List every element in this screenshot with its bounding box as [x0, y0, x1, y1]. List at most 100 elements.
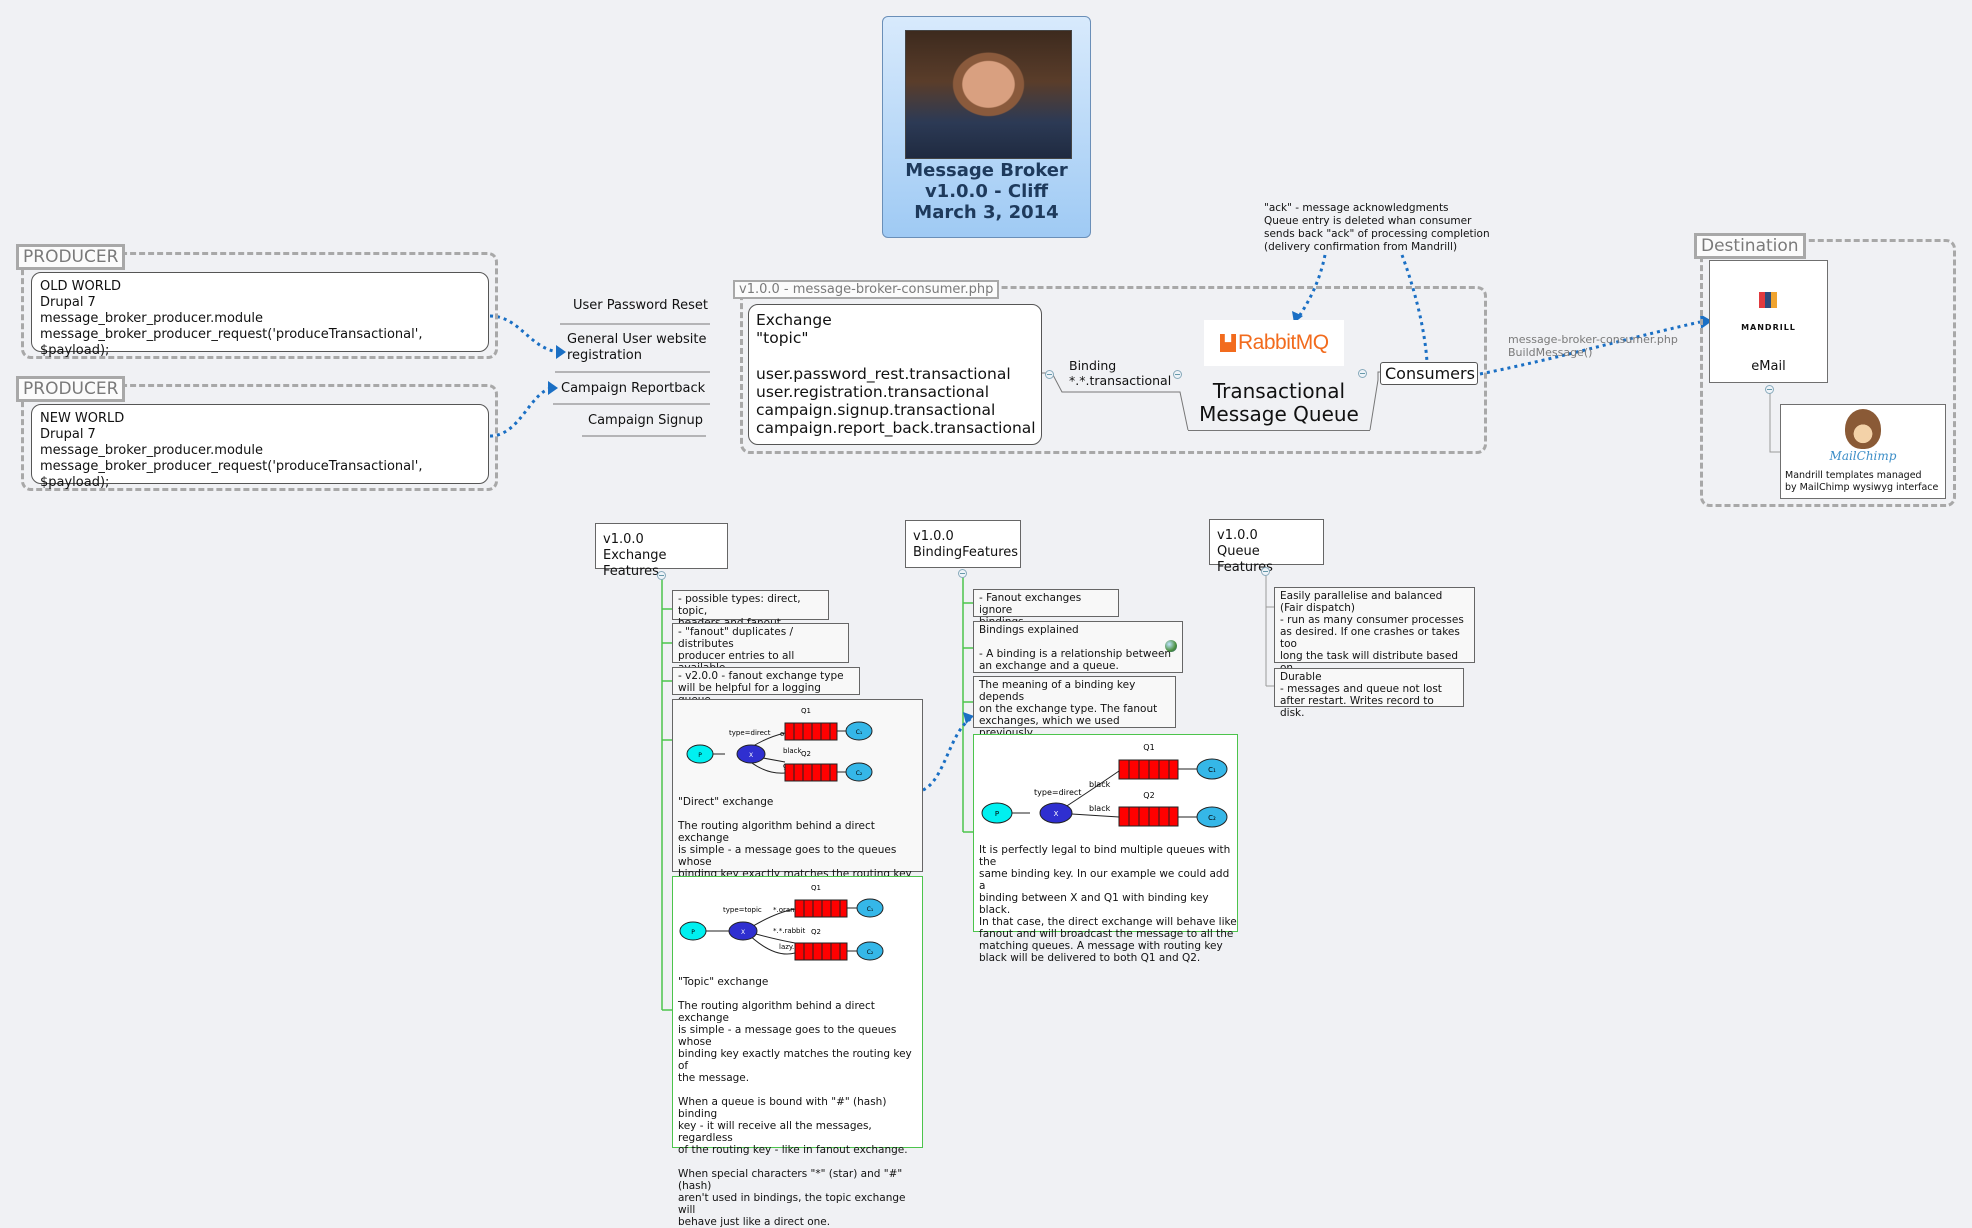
producer-old-node[interactable]: OLD WORLD Drupal 7 message_broker_produc… — [31, 272, 489, 358]
central-title-line2: v1.0.0 - Cliff — [924, 181, 1049, 202]
producer-new-tag: PRODUCER — [16, 376, 126, 402]
multi-q1-label: Q1 — [1143, 743, 1154, 752]
email-collapse-toggle[interactable] — [1765, 385, 1774, 394]
topic-queue-q1 — [794, 899, 848, 918]
topic-exchange-diagram: P X type=topic *.orange.* *.*.rabbit laz… — [679, 884, 884, 961]
mailchimp-logo-text: MailChimp — [1829, 449, 1897, 463]
topic-exchange-x-label: X — [741, 929, 745, 936]
binding-features-toggle[interactable] — [958, 569, 967, 578]
topic-queue-q2 — [794, 942, 848, 961]
topic-producer-label: P — [691, 929, 695, 936]
multi-queue-q1 — [1118, 759, 1179, 780]
destination-group — [1700, 239, 1956, 507]
direct-exchange-node[interactable]: P X type=direct orange black green Q1 Q2… — [672, 699, 923, 904]
multi-queue-q2 — [1118, 806, 1179, 827]
topic-exchange-x-node — [728, 921, 758, 941]
consumer-group — [740, 286, 1487, 454]
mailchimp-node[interactable]: MailChimp Mandrill templates managed by … — [1780, 404, 1946, 499]
connector-layer — [489, 254, 1780, 1011]
multi-key-black-1: black — [1089, 780, 1111, 789]
central-portrait-image — [905, 30, 1072, 159]
direct-consumer-1 — [845, 721, 873, 741]
binding-note-explained: Bindings explained - A binding is a rela… — [973, 621, 1183, 673]
queue-note-parallel: Easily parallelise and balanced (Fair di… — [1274, 587, 1475, 686]
rabbitmq-logo-mark — [1220, 334, 1236, 352]
direct-q2-label: Q2 — [801, 750, 811, 758]
destination-tag: Destination — [1694, 233, 1806, 259]
producer-new-node[interactable]: NEW WORLD Drupal 7 message_broker_produc… — [31, 404, 489, 490]
exchange-note-fanout: - "fanout" duplicates / distributes prod… — [672, 623, 849, 686]
mailchimp-monkey-icon — [1845, 409, 1881, 449]
direct-q1-label: Q1 — [801, 707, 811, 715]
queue-note-durable: Durable - messages and queue not lost af… — [1274, 668, 1464, 719]
direct-consumer-1-label: C₁ — [856, 729, 863, 736]
exchange-features-toggle[interactable] — [657, 571, 666, 580]
exchange-note-logging: - v2.0.0 - fanout exchange type will be … — [672, 667, 860, 706]
multi-consumer-2-label: C₂ — [1208, 814, 1216, 822]
topic-key-lazy: lazy.# — [779, 943, 800, 951]
binding-node[interactable]: Binding *.*.transactional — [1069, 358, 1172, 388]
multi-producer-node — [981, 802, 1013, 824]
direct-type-label: type=direct — [729, 729, 771, 737]
multi-producer-label: P — [995, 810, 999, 818]
mandrill-logo-text: MANDRILL — [1741, 323, 1796, 332]
exchange-features-topic[interactable]: v1.0.0 Exchange Features — [595, 523, 728, 579]
topic-consumer-1 — [856, 898, 884, 918]
direct-producer-label: P — [698, 752, 702, 759]
producer-item-campaign-signup[interactable]: Campaign Signup — [588, 413, 704, 428]
central-title-line1: Message Broker — [905, 160, 1068, 181]
email-node[interactable]: MANDRILL eMail — [1709, 260, 1828, 383]
consumer-link-label: message-broker-consumer.php BuildMessage… — [1508, 333, 1678, 359]
multi-key-black-2: black — [1089, 804, 1111, 813]
topic-q2-label: Q2 — [811, 928, 821, 936]
topic-consumer-2 — [856, 941, 884, 961]
topic-exchange-caption: "Topic" exchange The routing algorithm b… — [678, 976, 912, 1228]
topic-producer-node — [679, 921, 707, 941]
rabbitmq-logo-text: RabbitMQ — [1238, 331, 1329, 354]
rabbitmq-logo: RabbitMQ — [1204, 320, 1344, 366]
topic-exchange-node[interactable]: P X type=topic *.orange.* *.*.rabbit laz… — [672, 876, 923, 1228]
queue-features-toggle[interactable] — [1261, 567, 1270, 576]
binding-multi-caption: It is perfectly legal to bind multiple q… — [979, 844, 1237, 964]
direct-consumer-2-label: C₂ — [856, 770, 863, 777]
central-title-line3: March 3, 2014 — [914, 202, 1059, 223]
binding-note-fanout: - Fanout exchanges ignore bindings — [973, 589, 1119, 628]
topic-key-orange: *.orange.* — [773, 906, 810, 914]
direct-exchange-x-node — [736, 744, 766, 764]
mandrill-m-icon — [1759, 292, 1777, 308]
multi-q2-label: Q2 — [1143, 791, 1154, 800]
topic-type-label: type=topic — [723, 906, 762, 914]
queue-features-topic[interactable]: v1.0.0 Queue Features — [1209, 519, 1324, 575]
producer-new-group — [21, 384, 498, 491]
direct-key-black: black — [783, 747, 803, 755]
consumers-node[interactable]: Consumers — [1380, 362, 1478, 385]
binding-features-topic[interactable]: v1.0.0 BindingFeatures — [905, 520, 1021, 568]
ack-note: "ack" - message acknowledgments Queue en… — [1264, 202, 1490, 253]
producer-old-tag: PRODUCER — [16, 244, 126, 270]
topic-key-rabbit: *.*.rabbit — [773, 927, 805, 935]
exchange-node[interactable]: Exchange "topic" user.password_rest.tran… — [748, 304, 1042, 445]
direct-consumer-2 — [845, 762, 873, 782]
multi-consumer-2 — [1196, 806, 1228, 828]
direct-queue-q2 — [784, 763, 838, 782]
central-topic[interactable]: Message Broker v1.0.0 - Cliff March 3, 2… — [882, 16, 1091, 238]
queue-collapse-toggle[interactable] — [1358, 369, 1367, 378]
topic-q1-label: Q1 — [811, 884, 821, 892]
exchange-collapse-toggle[interactable] — [1045, 370, 1054, 379]
binding-note-meaning: The meaning of a binding key depends on … — [973, 676, 1176, 751]
binding-multi-node[interactable]: P X type=direct black black Q1 Q2 C₁ C₂ … — [973, 734, 1238, 964]
binding-multi-diagram: P X type=direct black black Q1 Q2 C₁ C₂ — [981, 743, 1228, 828]
producer-old-group — [21, 252, 498, 359]
producer-item-reportback[interactable]: Campaign Reportback — [561, 381, 706, 396]
consumer-group-tag: v1.0.0 - message-broker-consumer.php — [733, 280, 1000, 299]
producer-item-registration[interactable]: General User website registration — [567, 332, 707, 363]
multi-exchange-x-node — [1039, 802, 1073, 824]
globe-icon — [1165, 640, 1177, 652]
transactional-queue-node[interactable]: Transactional Message Queue — [1188, 380, 1370, 431]
direct-producer-node — [686, 744, 714, 764]
email-label: eMail — [1751, 359, 1786, 374]
producer-item-password-reset[interactable]: User Password Reset — [573, 298, 708, 313]
multi-exchange-x-label: X — [1054, 810, 1059, 818]
binding-collapse-toggle[interactable] — [1173, 370, 1182, 379]
multi-type-label: type=direct — [1034, 788, 1081, 797]
